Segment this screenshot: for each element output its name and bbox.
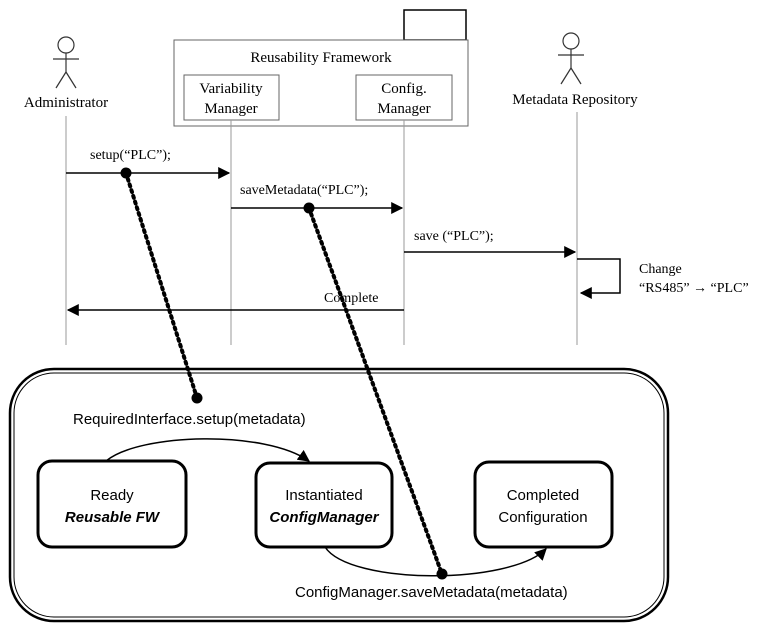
completed-state-title: Completed [507, 487, 580, 504]
metadata-repository-label: Metadata Repository [512, 92, 638, 108]
variability-manager-line2: Manager [204, 101, 257, 117]
instantiated-state [254, 461, 394, 549]
state-machine-container-inner [13, 372, 665, 618]
config-manager-line2: Manager [377, 101, 430, 117]
framework-package-tab [403, 9, 467, 41]
ready-state [36, 459, 188, 549]
framework-title: Reusability Framework [250, 50, 392, 66]
administrator-label: Administrator [24, 95, 108, 111]
setup-transition-label: RequiredInterface.setup(metadata) [73, 411, 306, 428]
save-metadata-transition-dot [436, 568, 448, 580]
change-note-line1: Change [639, 262, 682, 277]
save-metadata-transition-arrow [324, 546, 547, 577]
ready-state-subtitle: Reusable FW [65, 509, 161, 526]
instantiated-state-subtitle: ConfigManager [269, 509, 379, 526]
setup-mapping-dotted-line [124, 171, 199, 400]
save-metadata-message-label: saveMetadata(“PLC”); [240, 183, 368, 198]
metadata-repository-actor-icon [558, 32, 584, 85]
variability-manager-line1: Variability [199, 81, 263, 97]
setup-message-dot [120, 167, 132, 179]
setup-transition-arrow [105, 438, 310, 462]
setup-transition-dot [191, 392, 203, 404]
save-metadata-transition-label: ConfigManager.saveMetadata(metadata) [295, 584, 568, 601]
completed-state-subtitle: Configuration [498, 509, 587, 526]
config-manager-line1: Config. [381, 81, 426, 97]
save-metadata-message-dot [303, 202, 315, 214]
instantiated-state-title: Instantiated [285, 487, 363, 504]
change-self-message-arrow [577, 258, 621, 299]
completed-state [473, 460, 614, 549]
change-note-line2: “RS485” → “PLC” [639, 281, 749, 296]
save-metadata-mapping-dotted-line [307, 206, 444, 576]
lifelines [65, 112, 578, 345]
ready-state-title: Ready [90, 487, 134, 504]
complete-message-label: Complete [324, 291, 378, 306]
config-manager-box [355, 74, 453, 121]
setup-message-label: setup(“PLC”); [90, 148, 171, 163]
save-message-label: save (“PLC”); [414, 229, 494, 244]
administrator-actor-icon [53, 36, 79, 89]
